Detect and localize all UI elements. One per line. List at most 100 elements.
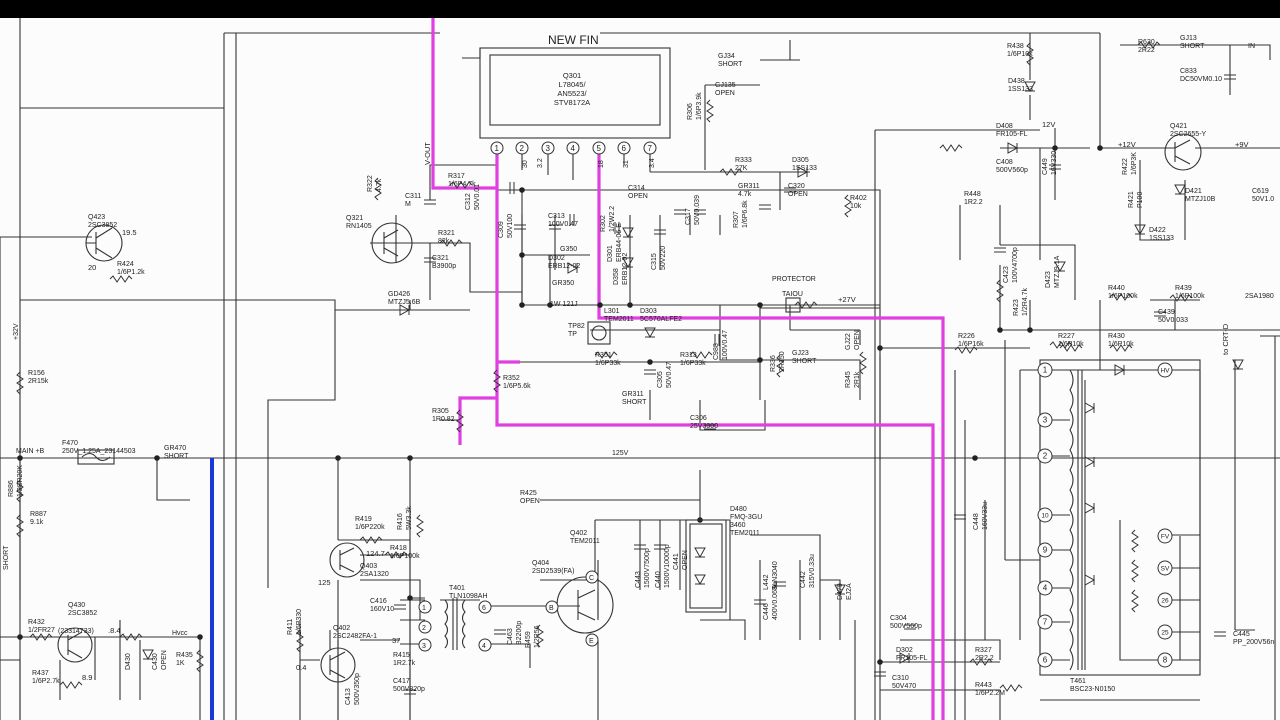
label-parts-20-ref: Q421 — [1170, 123, 1187, 130]
svg-text:2: 2 — [422, 625, 426, 632]
label-parts-104-val: 50V0.033 — [1158, 317, 1188, 324]
resistor-glyph — [359, 536, 383, 544]
ic-pin-label: 3 — [546, 144, 551, 153]
label-parts-37-val: 50V220 — [660, 246, 667, 270]
fbt-pin-HV — [1157, 362, 1173, 378]
diode-glyph — [694, 574, 706, 586]
ic-pin-label: 7 — [648, 144, 653, 153]
label-parts-26-val: 50V0.01 — [474, 184, 481, 210]
label-parts-89-ref: C413 — [345, 688, 352, 705]
ic-pin-label: 5 — [597, 144, 602, 153]
label-parts-67-ref: R419 — [355, 516, 372, 523]
fbt-pin-label: 10 — [1041, 513, 1049, 520]
label-parts-6-val: OPEN — [715, 90, 735, 97]
label-labels-1-text: PROTECTOR — [772, 276, 816, 283]
label-parts-57-ref: R336 — [770, 355, 777, 372]
resistor-glyph — [969, 658, 993, 666]
resistor-glyph — [939, 144, 963, 152]
label-parts-0-ref: R438 — [1007, 43, 1024, 50]
label-parts-1-val: 1SS133 — [1008, 86, 1033, 93]
label-parts-21-val: MTZJ10B — [1185, 196, 1216, 203]
capacitor-glyph — [754, 599, 766, 605]
fbt-pin-4 — [1037, 580, 1053, 596]
resistor-glyph — [1026, 42, 1034, 66]
label-parts-65-val: 9.1k — [30, 519, 44, 526]
transistor-q421 — [1164, 133, 1202, 171]
fbt-pin-label: 25 — [1161, 630, 1169, 637]
fbt-pin-7 — [1037, 614, 1053, 630]
capacitor-glyph — [1154, 311, 1166, 317]
label-parts-7-val: 1/6P3.9k — [696, 92, 703, 120]
label-parts-98-ref: C448 — [973, 513, 980, 530]
svg-text:6: 6 — [482, 605, 486, 612]
label-parts-64-val: 1/2SR20K — [17, 465, 24, 497]
label-parts-110-ref: R432 — [28, 619, 45, 626]
label-parts-112-ref: C430 — [152, 653, 159, 670]
resistor-glyph — [844, 194, 852, 218]
wiring — [0, 18, 1280, 720]
fbt-pin-2 — [1037, 448, 1053, 464]
label-parts-15-val: 16V330 — [1051, 151, 1058, 175]
label-parts-13-val: FR105-FL — [996, 131, 1028, 138]
diode-block-d480 — [685, 519, 727, 613]
label-parts-67-val: 1/6P220k — [355, 524, 385, 531]
label-parts-66-val: OPEN — [520, 498, 540, 505]
junction-dots — [17, 145, 1103, 665]
label-parts-2-val: 2R22 — [1138, 47, 1155, 54]
label-parts-49-val: 100V0.47 — [722, 330, 729, 360]
label-parts-23-val: 4.7k — [376, 178, 383, 192]
fbt-pin-label: SV — [1161, 566, 1170, 573]
resistor-glyph — [1131, 559, 1139, 583]
fbt-pin-8 — [1157, 652, 1173, 668]
label-parts-50-val: 1/6P33k — [595, 360, 621, 367]
ic-pin-3 — [541, 141, 555, 155]
diode-glyph — [567, 262, 579, 274]
q404-b-label: B — [549, 605, 554, 612]
ic-pin-label: 2 — [520, 144, 525, 153]
label-parts-81-ref: 3460 — [730, 522, 746, 529]
fbt-pin-FV — [1157, 528, 1173, 544]
label-parts-57-val: 2R150 — [779, 351, 786, 372]
label-parts-95-ref: R443 — [975, 682, 992, 689]
label-parts-73-val: B2200p — [516, 621, 523, 645]
label-parts-90-ref: C417 — [393, 678, 410, 685]
label-parts-3-val: SHORT — [1180, 43, 1205, 50]
resistor-glyph — [794, 301, 818, 309]
label-parts-8-val: 27K — [735, 165, 748, 172]
ic-pin-label: 1 — [495, 144, 500, 153]
ic-pin-1 — [490, 141, 504, 155]
resistor-glyph — [29, 633, 53, 641]
transformer-t401: 123 64 — [418, 598, 492, 652]
label-parts-59-ref: GJ22 — [845, 333, 852, 350]
ic-header: NEW FIN — [548, 33, 599, 47]
ic-body — [489, 54, 661, 126]
label-parts-70-ref: Q403 — [360, 563, 377, 570]
label-parts-88-ref: R415 — [393, 652, 410, 659]
label-parts-1-ref: D438 — [1008, 78, 1025, 85]
resistor-glyph — [16, 479, 24, 503]
capacitor-glyph — [569, 214, 575, 226]
label-parts-93-val: 50V470 — [892, 683, 916, 690]
label-parts-61-ref: R156 — [28, 370, 45, 377]
label-parts-41-val: 1/6P1.2k — [117, 269, 145, 276]
diode-glyph — [399, 304, 411, 316]
capacitor-glyph — [874, 671, 886, 677]
label-parts-109-val: (23314733) — [58, 628, 94, 635]
diode-glyph — [1007, 142, 1019, 154]
diode-glyph — [1084, 456, 1096, 468]
label-parts-107-ref: R430 — [1108, 333, 1125, 340]
label-parts-11-ref: C320 — [788, 183, 805, 190]
label-parts-41-ref: R424 — [117, 261, 134, 268]
resistor-glyph — [776, 354, 784, 378]
label-parts-40-ref: Q423 — [88, 214, 105, 221]
label-parts-28-val: 100V0.47 — [548, 221, 578, 228]
label-parts-17-ref: R422 — [1122, 158, 1129, 175]
label-parts-0-val: 1/6P10k — [1007, 51, 1033, 58]
ic-pin-voltage: 18 — [598, 160, 605, 168]
label-parts-72-val: TLN1098AH — [449, 593, 488, 600]
label-parts-44-val: B3900p — [432, 263, 456, 270]
label-parts-98-val: 160V33u — [982, 502, 989, 530]
